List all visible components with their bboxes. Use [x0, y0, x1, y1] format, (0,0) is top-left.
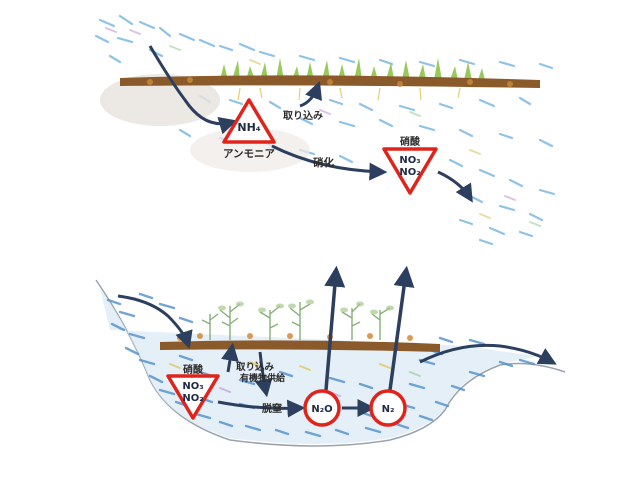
- upper-no2-symbol: NO₂: [399, 167, 420, 178]
- wetland-water-fill: [100, 288, 540, 444]
- lower-no3-symbol: NO₃: [182, 381, 203, 392]
- upper-outflow-arrow: [437, 170, 473, 203]
- n2-circle: [369, 389, 407, 427]
- organic-supply-label: 有機物供給: [240, 372, 286, 384]
- ammonium-triangle: [222, 98, 276, 144]
- organic-supply-arrow: [254, 351, 273, 398]
- lower-nitrate-label: 硝酸: [183, 363, 204, 376]
- n2-release-arrow: [388, 265, 415, 391]
- lower-no2-symbol: NO₂: [182, 393, 203, 404]
- upper-fog-2: [190, 128, 310, 172]
- upper-no3-symbol: NO₃: [399, 155, 420, 166]
- lower-outflow-arrow: [419, 343, 557, 365]
- n2o-circle: [303, 389, 341, 427]
- ammonium-symbol: NH₄: [237, 121, 260, 134]
- upper-panel: NH₄ アンモニア 取り込み 硝化 硝酸 NO₃ NO₂: [94, 14, 556, 246]
- upper-water-strokes: [94, 14, 556, 246]
- upper-uptake-label: 取り込み: [283, 109, 323, 122]
- denitrification-arrow: [217, 399, 306, 418]
- upper-downflow-arrow: [148, 45, 238, 135]
- lower-color-strokes: [169, 361, 421, 397]
- upper-color-strokes: [105, 27, 541, 227]
- upper-fog: [100, 74, 220, 126]
- denitrification-label: 脱窒: [262, 402, 282, 415]
- upper-soil-particles: [147, 77, 513, 87]
- upper-uptake-arrow: [299, 80, 322, 108]
- nitrate-triangle: [382, 147, 438, 195]
- lower-nitrate-triangle: [166, 374, 220, 420]
- wetland-plant-leaves: [218, 299, 394, 315]
- upper-nitrate-label: 硝酸: [400, 135, 421, 148]
- lower-uptake-label: 取り込み: [236, 361, 275, 373]
- n2o-symbol: N₂O: [311, 404, 332, 415]
- upper-roots: [237, 87, 461, 101]
- lower-inflow-arrow: [117, 294, 193, 350]
- n2o-release-arrow: [324, 265, 346, 391]
- ammonium-label: アンモニア: [223, 148, 276, 160]
- upper-nitrification-arrow: [271, 144, 388, 181]
- wetland-plants: [201, 302, 391, 340]
- n2-symbol: N₂: [382, 404, 395, 415]
- lower-uptake-arrow: [221, 342, 239, 373]
- nitrification-label: 硝化: [313, 156, 334, 169]
- lower-panel: 硝酸 NO₃ NO₂ 取り込み 有機物供給 脱窒 N₂O N₂: [95, 265, 566, 447]
